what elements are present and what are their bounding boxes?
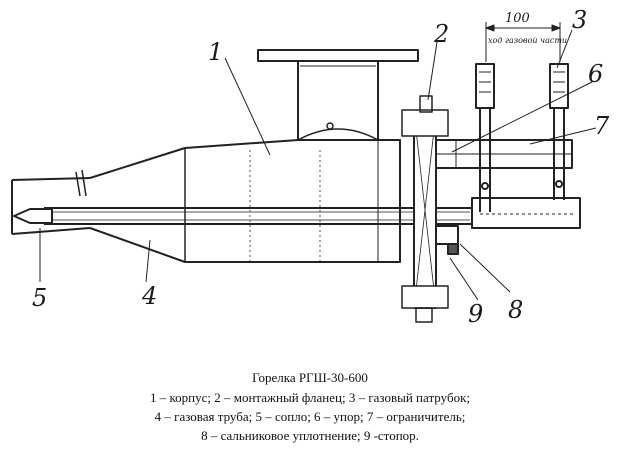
leader-lines bbox=[39, 29, 597, 301]
label-2: 2 bbox=[433, 20, 449, 48]
dimension-line bbox=[485, 22, 561, 62]
label-8: 8 bbox=[508, 296, 523, 324]
nozzle-tip bbox=[13, 208, 53, 224]
caption-line-2: 4 – газовая труба; 5 – сопло; 6 – упор; … bbox=[154, 409, 466, 424]
dimension-value: 100 bbox=[505, 11, 530, 26]
label-3: 3 bbox=[572, 6, 587, 34]
label-6: 6 bbox=[588, 60, 603, 88]
label-4: 4 bbox=[141, 282, 157, 310]
label-7: 7 bbox=[594, 112, 610, 140]
nozzle-sleeve bbox=[11, 169, 91, 235]
gas-inlet-right bbox=[549, 63, 569, 200]
dimension-note: ход газовой части bbox=[488, 36, 567, 45]
label-9: 9 bbox=[468, 300, 483, 328]
caption-line-3: 8 – сальниковое уплотнение; 9 -стопор. bbox=[201, 428, 419, 443]
limiter bbox=[435, 139, 581, 229]
gland-seal bbox=[435, 225, 459, 255]
caption-line-1: 1 – корпус; 2 – монтажный фланец; 3 – га… bbox=[150, 390, 470, 405]
inlet-pipe bbox=[257, 49, 419, 141]
gas-inlet-left bbox=[475, 63, 495, 212]
gas-tube bbox=[44, 207, 473, 225]
burner-drawing: 1 2 3 6 7 5 4 9 8 100 ход газовой части bbox=[11, 6, 610, 328]
label-1: 1 bbox=[208, 38, 223, 66]
label-5: 5 bbox=[32, 284, 47, 312]
body-housing bbox=[89, 122, 401, 263]
mounting-flange bbox=[401, 95, 449, 323]
caption-title: Горелка РГШ-30-600 bbox=[252, 370, 368, 385]
